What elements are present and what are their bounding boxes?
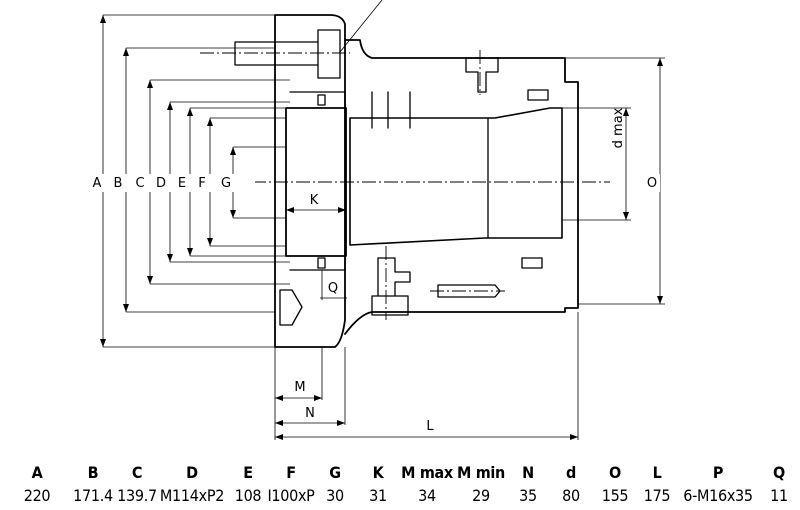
col-p-header: P bbox=[712, 463, 724, 482]
col-k-header: K bbox=[372, 463, 384, 482]
dim-q-label: Q bbox=[328, 281, 338, 296]
dim-b-label: B bbox=[114, 176, 123, 191]
col-c-value: 139.7 bbox=[117, 486, 157, 505]
col-b-value: 171.4 bbox=[73, 486, 113, 505]
col-l-header: L bbox=[652, 463, 662, 482]
dim-o-label: O bbox=[647, 176, 657, 191]
dim-dmax-label: d max bbox=[611, 107, 626, 148]
col-l-value: 175 bbox=[643, 486, 671, 505]
inner-bore bbox=[289, 91, 346, 271]
dim-e-label: E bbox=[178, 176, 186, 191]
spec-header-row: A B C D E F G K M max M min N d O L P Q bbox=[0, 461, 800, 485]
col-mmax-header: M max bbox=[401, 463, 453, 482]
col-n-header: N bbox=[522, 463, 534, 482]
col-d-header: D bbox=[186, 463, 198, 482]
col-o-header: O bbox=[609, 463, 621, 482]
technical-drawing: A B C D E F G K Q M N L O d max bbox=[92, 0, 665, 440]
col-e-value: 108 bbox=[234, 486, 262, 505]
col-f-value: I100xP bbox=[267, 486, 315, 505]
dim-l-label: L bbox=[426, 419, 434, 434]
dim-f-label: F bbox=[198, 176, 205, 191]
col-k-value: 31 bbox=[369, 486, 387, 505]
col-q-value: 11 bbox=[770, 486, 788, 505]
col-a-header: A bbox=[31, 463, 43, 482]
dim-k-label: K bbox=[310, 193, 319, 208]
col-p-value: 6-M16x35 bbox=[683, 486, 753, 505]
col-a-value: 220 bbox=[23, 486, 51, 505]
col-d-small-value: 80 bbox=[562, 486, 580, 505]
col-f-header: F bbox=[286, 463, 296, 482]
dim-d-label: D bbox=[156, 176, 166, 191]
col-b-header: B bbox=[87, 463, 99, 482]
col-g-header: G bbox=[329, 463, 341, 482]
col-q-header: Q bbox=[773, 463, 785, 482]
dim-a-label: A bbox=[93, 176, 102, 191]
col-mmin-header: M min bbox=[456, 463, 506, 482]
col-mmax-value: 34 bbox=[418, 486, 436, 505]
spec-table: A B C D E F G K M max M min N d O L P Q … bbox=[0, 455, 800, 510]
dim-n-label: N bbox=[305, 406, 315, 421]
collet bbox=[349, 107, 563, 246]
col-n-value: 35 bbox=[519, 486, 537, 505]
left-pin bbox=[279, 289, 303, 326]
bottom-screw bbox=[371, 257, 411, 316]
col-o-value: 155 bbox=[601, 486, 629, 505]
dim-m-label: M bbox=[294, 380, 305, 395]
col-d-small-header: d bbox=[565, 463, 577, 482]
top-screw bbox=[465, 57, 499, 93]
side-pin bbox=[437, 284, 501, 298]
dim-g-label: G bbox=[221, 176, 231, 191]
spec-value-row: 220 171.4 139.7 M114xP2 108 I100xP 30 31… bbox=[0, 484, 800, 508]
dim-c-label: C bbox=[135, 176, 144, 191]
col-d-value: M114xP2 bbox=[159, 486, 225, 505]
col-g-value: 30 bbox=[326, 486, 344, 505]
col-e-header: E bbox=[243, 463, 253, 482]
col-mmin-value: 29 bbox=[472, 486, 490, 505]
col-c-header: C bbox=[131, 463, 143, 482]
top-bolt bbox=[234, 29, 341, 79]
chuck-body bbox=[344, 39, 579, 335]
front-flange bbox=[274, 14, 346, 348]
